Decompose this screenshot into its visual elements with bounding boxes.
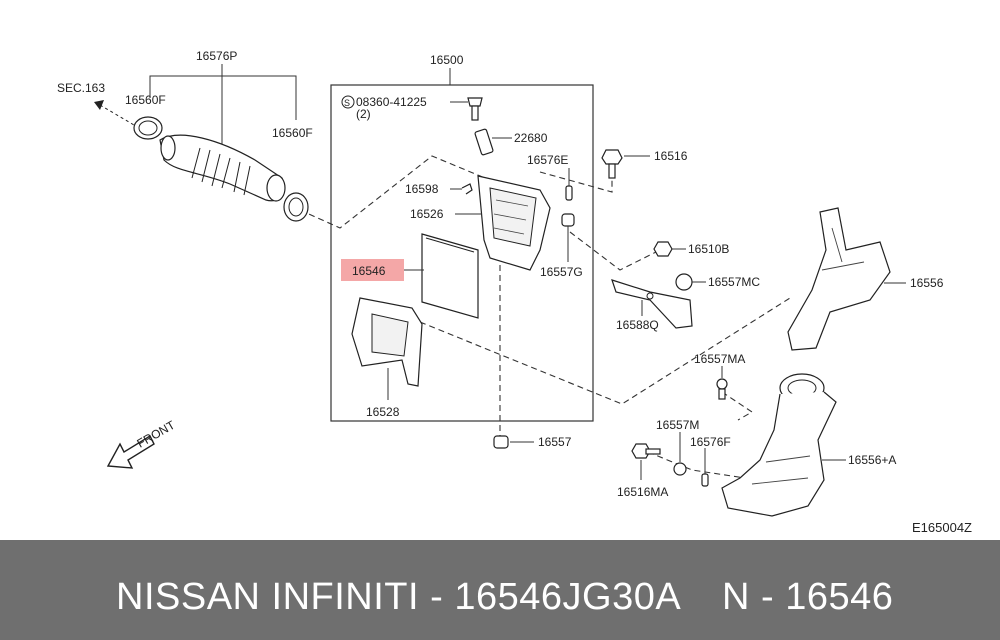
diagram-code: E165004Z — [912, 520, 972, 535]
filter-highlight-box — [341, 259, 404, 281]
bracket-part — [611, 279, 693, 329]
bolt-part — [601, 149, 623, 179]
label-screw-qty: (2) — [356, 107, 371, 121]
clip-part — [461, 183, 473, 195]
footer-brand-part: NISSAN INFINITI - 16546JG30A — [116, 576, 682, 618]
label-bracket: 16588Q — [616, 318, 659, 332]
label-mount-m: 16557M — [656, 418, 699, 432]
label-clamp-left: 16560F — [125, 93, 166, 107]
label-drain: 16557 — [538, 435, 572, 449]
label-screw: 08360-41225 — [356, 95, 427, 109]
hose-f-part — [701, 473, 709, 487]
label-filter: 16546 — [352, 264, 386, 278]
mount-ma-part — [716, 378, 728, 400]
bolt-ma-part — [631, 443, 661, 459]
footer-part-number: N - 16546 — [722, 576, 894, 618]
hose-small-part — [565, 185, 573, 201]
screw-part — [467, 97, 483, 121]
air-filter-part — [421, 233, 479, 319]
label-clamp-right: 16560F — [272, 126, 313, 140]
upper-case-part — [477, 175, 551, 271]
svg-text:S: S — [344, 98, 350, 108]
label-bolt: 16516 — [654, 149, 688, 163]
resonator-a-part — [721, 373, 837, 517]
label-upper-case: 16526 — [410, 207, 444, 221]
dash-line-bolt — [539, 171, 613, 193]
dash-line-m — [647, 451, 746, 479]
mount-m-part — [673, 462, 687, 476]
label-lower-case: 16528 — [366, 405, 400, 419]
footer-bar: NISSAN INFINITI - 16546JG30A N - 16546 — [0, 540, 1000, 640]
clamp-left-part — [133, 116, 163, 140]
label-resonator: 16556 — [910, 276, 944, 290]
label-nut: 16510B — [688, 242, 729, 256]
label-resonator-a: 16556+A — [848, 453, 896, 467]
screw-symbol-icon — [341, 95, 355, 109]
label-mount-ma: 16557MA — [694, 352, 745, 366]
drain-part — [493, 435, 509, 449]
nut-part — [653, 241, 673, 257]
label-sensor: 22680 — [514, 131, 548, 145]
label-front: FRONT — [135, 417, 178, 450]
label-duct-top: 16576P — [196, 49, 237, 63]
parts-diagram: 16500 SEC.163 16576P 16560F 16560F S — [57, 49, 972, 535]
dash-line-lower — [419, 297, 791, 405]
grommet-part — [561, 213, 575, 227]
resonator-part — [787, 207, 891, 351]
air-duct-part — [159, 134, 286, 202]
assembly-frame — [330, 84, 594, 422]
label-hose-small: 16576E — [527, 153, 568, 167]
label-assembly: 16500 — [430, 53, 464, 67]
label-clip: 16598 — [405, 182, 439, 196]
label-sec: SEC.163 — [57, 81, 105, 95]
label-mount-mc: 16557MC — [708, 275, 760, 289]
clamp-right-part — [283, 192, 309, 222]
dash-line-duct — [299, 155, 486, 229]
mount-mc-part — [675, 273, 693, 291]
sec-arrow-icon — [94, 100, 135, 126]
label-bolt-ma: 16516MA — [617, 485, 668, 499]
lower-case-part — [351, 297, 423, 387]
dash-line-grommet — [569, 231, 661, 271]
front-arrow-icon — [106, 435, 155, 469]
dash-line-ma — [721, 391, 754, 421]
label-grommet: 16557G — [540, 265, 583, 279]
label-hose-f: 16576F — [690, 435, 731, 449]
sensor-part — [474, 128, 494, 156]
